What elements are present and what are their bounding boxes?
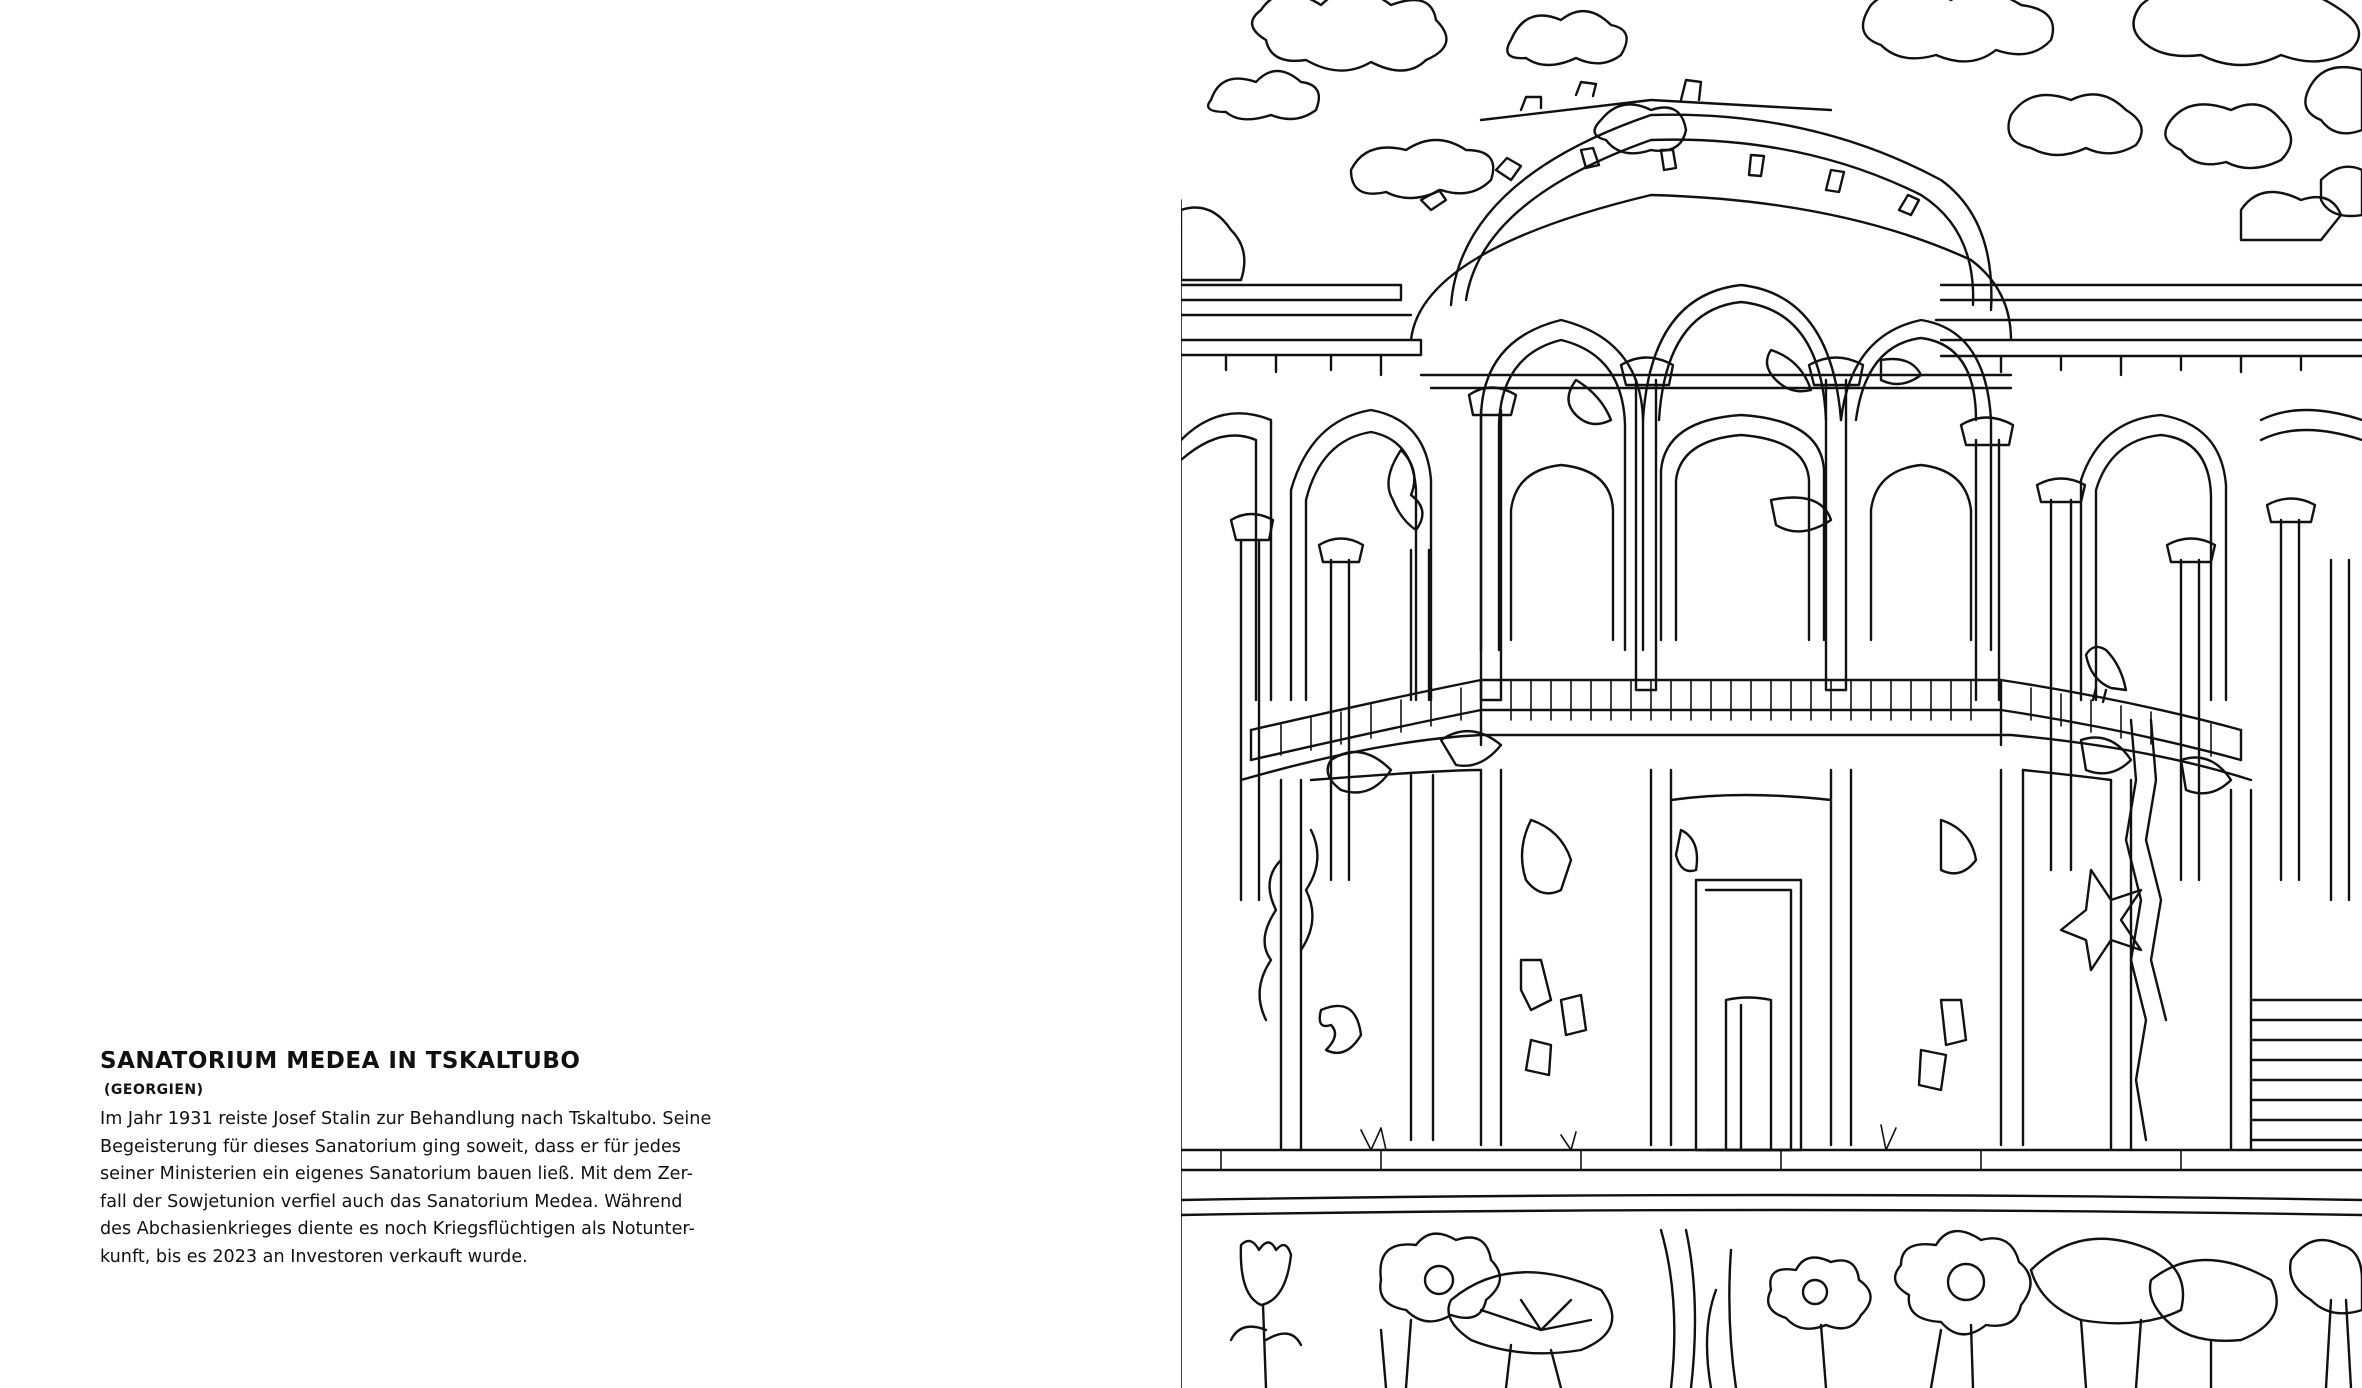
caption-line: des Abchasienkrieges diente es noch Krie… bbox=[100, 1219, 695, 1239]
caption-line: fall der Sowjetunion verfiel auch das Sa… bbox=[100, 1191, 683, 1212]
caption-body: Im Jahr 1931 reiste Josef Stalin zur Beh… bbox=[100, 1106, 712, 1271]
caption-line: Begeisterung für dieses Sanatorium ging … bbox=[100, 1136, 681, 1157]
caption-line: Im Jahr 1931 reiste Josef Stalin zur Beh… bbox=[100, 1109, 712, 1129]
caption-subtitle: (GEORGIEN) bbox=[104, 1082, 204, 1098]
flowers bbox=[1229, 1228, 2362, 1388]
caption-line: seiner Ministerien ein eigenes Sanatoriu… bbox=[100, 1164, 693, 1184]
coloring-illustration bbox=[1181, 0, 2362, 1388]
caption-title: SANATORIUM MEDEA IN TSKALTUBO bbox=[100, 1048, 581, 1074]
left-page: SANATORIUM MEDEA IN TSKALTUBO (GEORGIEN)… bbox=[100, 1048, 712, 1271]
bird bbox=[2084, 645, 2128, 704]
side-roofline bbox=[1181, 283, 2362, 377]
lower-rotunda bbox=[1279, 768, 2253, 1152]
caption-heading: SANATORIUM MEDEA IN TSKALTUBO (GEORGIEN) bbox=[100, 1048, 680, 1100]
rotunda-dome bbox=[1409, 78, 2013, 342]
terrace-base bbox=[1181, 1124, 2362, 1217]
sanatorium-line-art bbox=[1181, 0, 2362, 1388]
staircase bbox=[2249, 998, 2362, 1142]
rotunda-arches bbox=[1419, 283, 2013, 652]
balcony bbox=[1239, 678, 2253, 782]
clouds bbox=[1181, 0, 2362, 282]
side-colonnades bbox=[1181, 408, 2362, 902]
caption-block: SANATORIUM MEDEA IN TSKALTUBO (GEORGIEN)… bbox=[100, 1048, 712, 1271]
rotunda-columns bbox=[1467, 356, 2015, 702]
ivy-decoration bbox=[1258, 348, 2233, 1142]
caption-line: kunft, bis es 2023 an Investoren verkauf… bbox=[100, 1246, 528, 1267]
